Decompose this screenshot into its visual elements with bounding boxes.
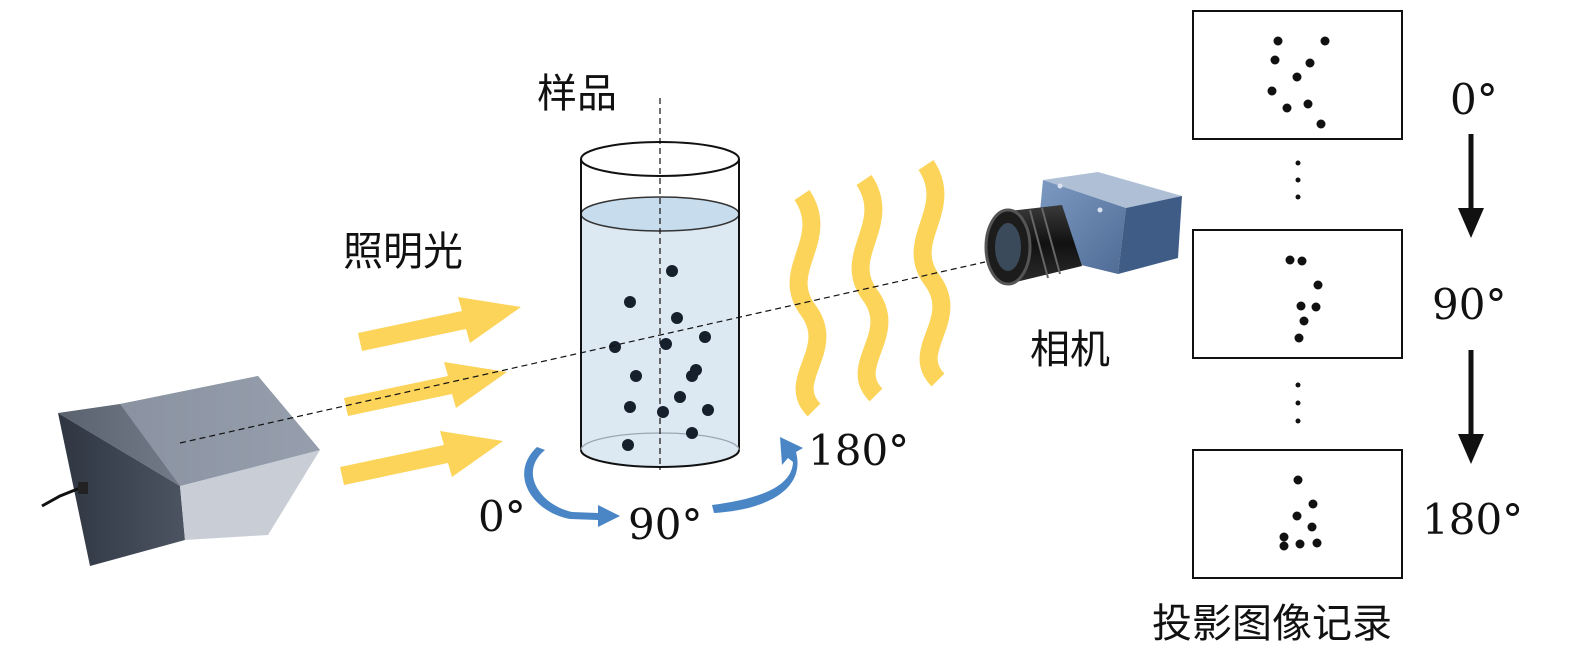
particle: [671, 312, 683, 324]
rotation-arrow-0-to-90: [524, 447, 620, 527]
source-tint-panel: [120, 376, 320, 486]
cylinder-bottom-front: [580, 449, 740, 468]
camera-label: 相机: [1030, 327, 1110, 373]
sample-cylinder: [580, 98, 740, 470]
camera-body-side: [1118, 196, 1182, 274]
projection-frames: [1192, 10, 1403, 579]
sequence-arrowhead: [1458, 434, 1484, 464]
source-cable: [41, 486, 81, 508]
rotation-end-angle: 180°: [808, 426, 910, 475]
wave-2: [851, 175, 889, 402]
particle: [624, 401, 636, 413]
camera-top-face: [1043, 172, 1182, 208]
sequence-arrowhead: [1458, 208, 1484, 238]
wave-3: [913, 160, 951, 387]
rotation-arrow-90-to-180: [712, 437, 803, 513]
projection-angle-180: 180°: [1422, 495, 1524, 544]
particle: [699, 331, 711, 343]
particle: [674, 391, 686, 403]
particle: [686, 427, 698, 439]
frame-ellipsis: [1295, 160, 1301, 424]
optical-axis: [179, 261, 986, 444]
light-arrow-3: [340, 431, 503, 485]
rotation-arrows: [524, 437, 803, 527]
sample-particles: [609, 265, 714, 451]
lens-glass: [995, 223, 1021, 271]
wave-1: [789, 190, 827, 417]
source-right-face: [180, 450, 320, 540]
particle: [702, 404, 714, 416]
sequence-arrows: [1458, 134, 1484, 464]
illumination-label: 照明光: [343, 229, 463, 275]
source-front-face: [58, 413, 185, 566]
light-arrow-1: [358, 297, 521, 351]
lens-ridge: [1029, 209, 1049, 279]
light-arrow-2: [344, 362, 507, 416]
particle: [666, 265, 678, 277]
camera-screw: [1057, 183, 1063, 189]
particle: [622, 439, 634, 451]
particle: [660, 338, 672, 350]
source-connector: [78, 482, 88, 494]
particle: [657, 406, 669, 418]
projection-angle-0: 0°: [1450, 75, 1498, 124]
particle: [609, 341, 621, 353]
emission-waves: [789, 160, 951, 417]
sample-label: 样品: [537, 71, 617, 117]
projection-0-dots: [1267, 36, 1330, 129]
particle: [630, 370, 642, 382]
camera-screw: [1097, 207, 1103, 213]
projection-90-dots: [1285, 255, 1323, 343]
rotation-mid-angle: 90°: [628, 500, 703, 549]
projection-record-label: 投影图像记录: [1152, 601, 1392, 647]
particle: [690, 364, 702, 376]
light-source: [41, 376, 320, 566]
projection-180-dots: [1279, 475, 1322, 551]
particle: [624, 296, 636, 308]
lens-ridge: [1041, 207, 1061, 275]
projection-angle-90: 90°: [1432, 280, 1507, 329]
illumination-arrows: [340, 297, 521, 485]
rotation-start-angle: 0°: [478, 492, 526, 541]
camera: [984, 172, 1182, 286]
